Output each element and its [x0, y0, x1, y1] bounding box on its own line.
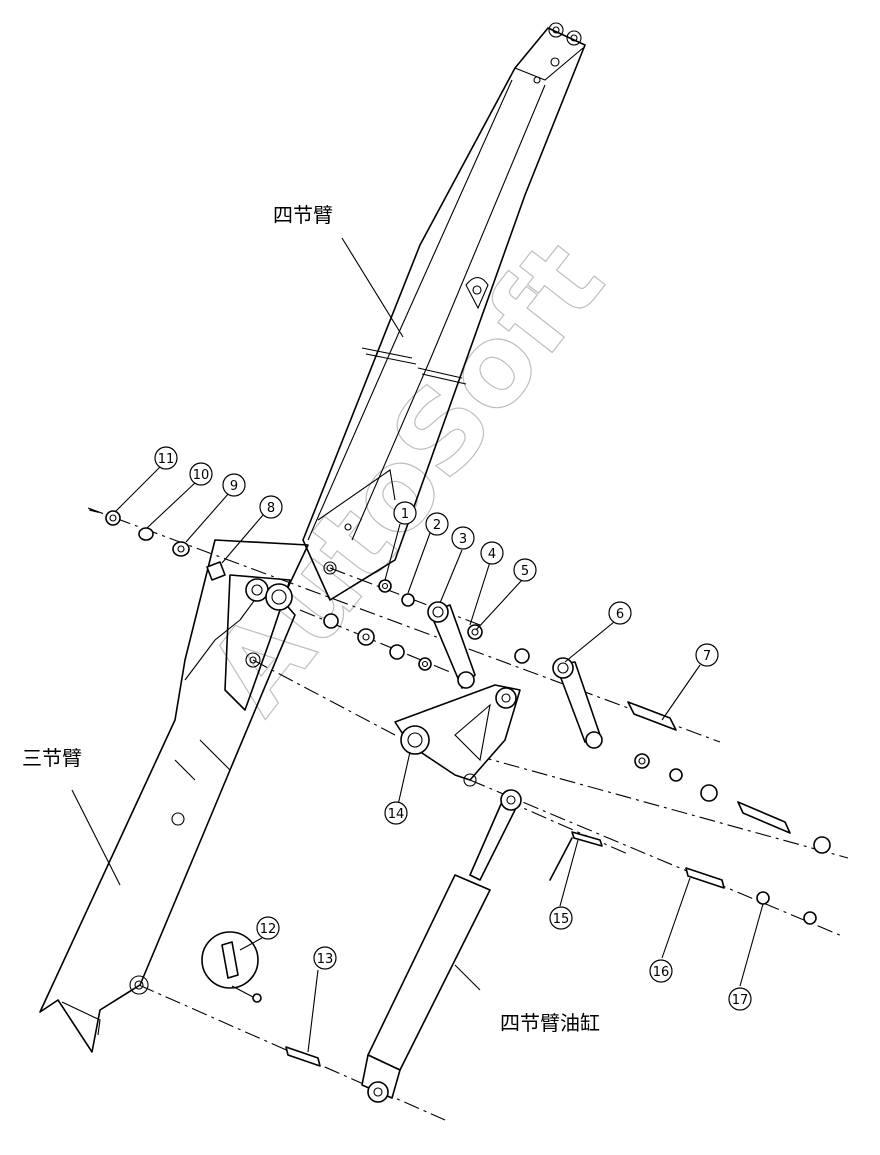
- callout-5-number: 5: [521, 564, 529, 579]
- callout-12: 12: [256, 916, 280, 940]
- callout-6-number: 6: [616, 607, 624, 622]
- callout-6: 6: [608, 601, 632, 625]
- third-arm-label: 三节臂: [22, 746, 82, 770]
- triangle-bracket: [394, 684, 521, 787]
- cylinder-label: 四节臂油缸: [500, 1011, 600, 1035]
- small-parts: [89, 509, 831, 1067]
- callout-9-number: 9: [230, 479, 238, 494]
- callout-2: 2: [425, 512, 449, 536]
- callout-10-number: 10: [193, 468, 210, 483]
- callout-1: 1: [393, 501, 417, 525]
- callout-8: 8: [259, 495, 283, 519]
- fourth-arm-cylinder: [361, 789, 522, 1103]
- fourth-arm-label: 四节臂: [273, 203, 333, 227]
- callout-13-number: 13: [317, 952, 334, 967]
- third-arm-body: [39, 539, 337, 1053]
- callout-7: 7: [695, 643, 719, 667]
- callout-17-number: 17: [732, 993, 749, 1008]
- callout-17: 17: [728, 987, 752, 1011]
- callout-16: 16: [649, 959, 673, 983]
- callout-1-number: 1: [401, 507, 409, 522]
- callout-9: 9: [222, 473, 246, 497]
- callout-12-number: 12: [260, 922, 277, 937]
- callout-15-number: 15: [553, 912, 570, 927]
- callout-3: 3: [451, 526, 475, 550]
- callout-11-number: 11: [158, 452, 175, 467]
- link-rods: [427, 601, 603, 749]
- callout-4: 4: [480, 541, 504, 565]
- fourth-arm-body: [302, 22, 586, 601]
- detail-view-circle: [201, 931, 262, 1003]
- callout-10: 10: [189, 462, 213, 486]
- callout-13: 13: [313, 946, 337, 970]
- callout-11: 11: [154, 446, 178, 470]
- callout-5: 5: [513, 558, 537, 582]
- callout-15: 15: [549, 906, 573, 930]
- leader-lines: [71, 237, 764, 1053]
- callout-8-number: 8: [267, 501, 275, 516]
- callout-14-number: 14: [388, 807, 405, 822]
- callout-3-number: 3: [459, 532, 467, 547]
- callout-4-number: 4: [488, 547, 496, 562]
- callout-7-number: 7: [703, 649, 711, 664]
- callout-14: 14: [384, 801, 408, 825]
- callout-16-number: 16: [653, 965, 670, 980]
- callout-2-number: 2: [433, 518, 441, 533]
- axis-lines: [87, 507, 849, 1121]
